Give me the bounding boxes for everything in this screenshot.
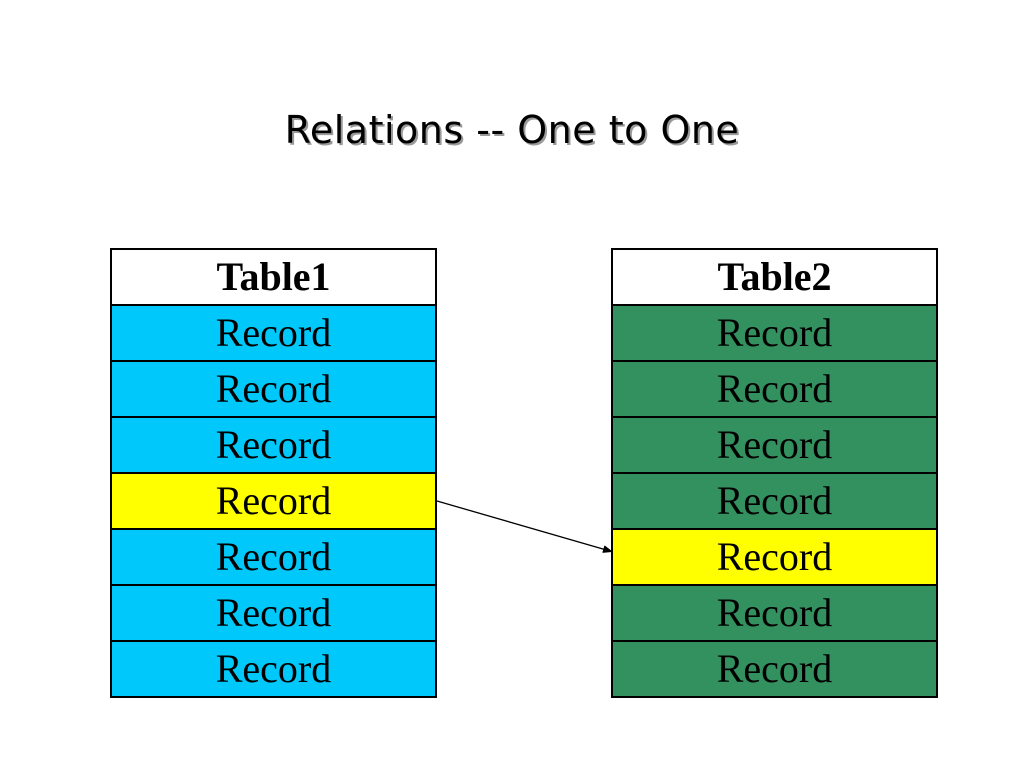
table2-record-7: Record bbox=[613, 642, 936, 696]
table2-record-5: Record bbox=[613, 530, 936, 584]
table1-record-6: Record bbox=[112, 586, 435, 640]
table1-record-7: Record bbox=[112, 642, 435, 696]
slide-title: Relations -- One to One bbox=[284, 108, 740, 152]
table2-record-1: Record bbox=[613, 306, 936, 360]
relation-arrow bbox=[436, 500, 613, 553]
table2-record-2: Record bbox=[613, 362, 936, 416]
table1-record-3: Record bbox=[112, 418, 435, 472]
table2-record-4: Record bbox=[613, 474, 936, 528]
table1-header: Table1 bbox=[112, 250, 435, 304]
table2: Table2 Record Record Record Record Recor… bbox=[611, 248, 938, 698]
table1: Table1 Record Record Record Record Recor… bbox=[110, 248, 437, 698]
table2-record-3: Record bbox=[613, 418, 936, 472]
table1-record-1: Record bbox=[112, 306, 435, 360]
table2-record-6: Record bbox=[613, 586, 936, 640]
table1-record-2: Record bbox=[112, 362, 435, 416]
table1-record-4: Record bbox=[112, 474, 435, 528]
table1-record-5: Record bbox=[112, 530, 435, 584]
table2-header: Table2 bbox=[613, 250, 936, 304]
